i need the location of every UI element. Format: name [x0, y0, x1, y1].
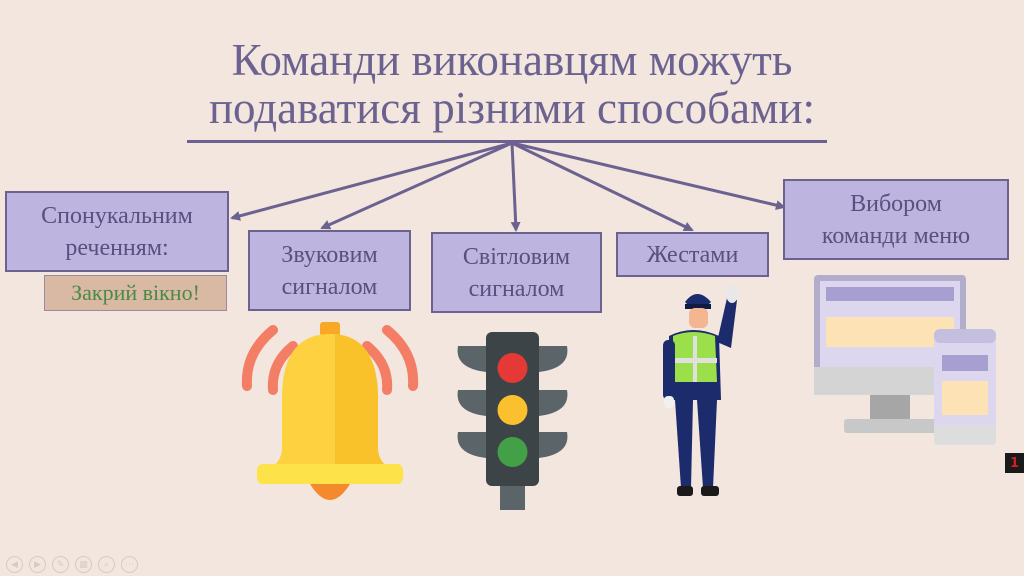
more-options-icon[interactable]: ⋯	[121, 556, 138, 573]
arrow-to-gesture	[511, 141, 694, 232]
slide-number-badge: 1	[1005, 453, 1024, 473]
method-box-light: Світловим сигналом	[431, 232, 602, 313]
pen-icon[interactable]: ✎	[52, 556, 69, 573]
police-officer-icon	[663, 285, 738, 496]
arrow-to-sentence	[230, 141, 513, 221]
slide-title: Команди виконавцям можуть подаватися різ…	[0, 36, 1024, 132]
presentation-controls: ◀ ▶ ✎ ▦ ⌕ ⋯	[6, 556, 138, 573]
method-box-gesture: Жестами	[616, 232, 769, 277]
example-command: Закрий вікно!	[44, 275, 227, 311]
method-box-menu: Вибором команди меню	[783, 179, 1009, 260]
arrow-to-sound	[320, 141, 513, 230]
method-box-sound: Звуковим сигналом	[248, 230, 411, 311]
next-slide-icon[interactable]: ▶	[29, 556, 46, 573]
slides-grid-icon[interactable]: ▦	[75, 556, 92, 573]
arrow-to-light	[510, 142, 521, 232]
traffic-light-icon	[457, 332, 568, 510]
monitor-menu-icon	[814, 275, 996, 445]
bell-icon	[241, 322, 419, 500]
method-box-sentence: Спонукальним реченням:	[5, 191, 229, 272]
zoom-icon[interactable]: ⌕	[98, 556, 115, 573]
arrow-to-menu	[511, 141, 786, 211]
title-underline	[187, 140, 827, 143]
title-line-2: подаватися різними способами:	[208, 83, 816, 133]
prev-slide-icon[interactable]: ◀	[6, 556, 23, 573]
title-line-1: Команди виконавцям можуть	[231, 35, 793, 85]
